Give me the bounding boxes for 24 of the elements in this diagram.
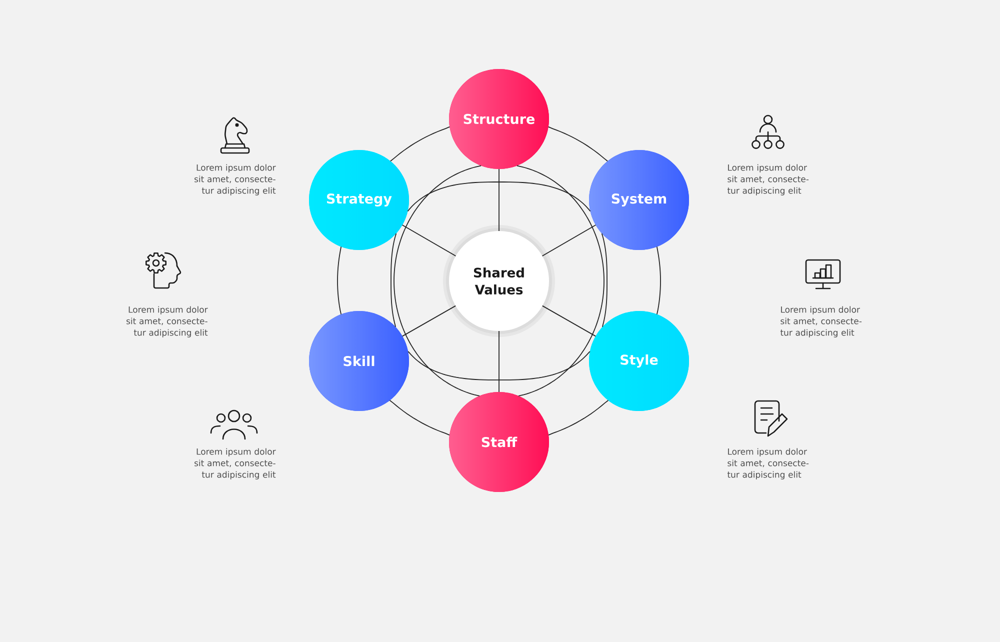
description-text: Lorem ipsum dolor sit amet, consecte- tur adipiscing elit: [727, 448, 809, 480]
connector-line: [542, 305, 596, 337]
arc-line: [548, 400, 609, 436]
arc-line: [656, 246, 661, 315]
connector-line: [498, 168, 500, 232]
description-text: Lorem ipsum dolor sit amet, consecte- tur adipiscing elit: [126, 306, 208, 338]
arc-line: [389, 400, 450, 436]
connector-line: [402, 224, 456, 256]
connector-line: [402, 305, 456, 337]
description-text: Lorem ipsum dolor sit amet, consecte- tur adipiscing elit: [194, 164, 276, 196]
arc-line: [407, 182, 591, 212]
arc-line: [408, 351, 590, 380]
arc-line: [516, 165, 604, 396]
description-text: Lorem ipsum dolor sit amet, consecte- tur adipiscing elit: [194, 448, 276, 480]
arc-line: [394, 165, 482, 396]
arc-line: [337, 246, 342, 315]
arc-line: [390, 233, 397, 328]
arc-line: [390, 126, 450, 162]
connector-line: [542, 224, 596, 256]
arc-line: [548, 126, 608, 162]
arc-line: [601, 233, 608, 328]
description-text: Lorem ipsum dolor sit amet, consecte- tur adipiscing elit: [727, 164, 809, 196]
connector-line: [498, 330, 500, 392]
description-text: Lorem ipsum dolor sit amet, consecte- tur adipiscing elit: [780, 306, 862, 338]
